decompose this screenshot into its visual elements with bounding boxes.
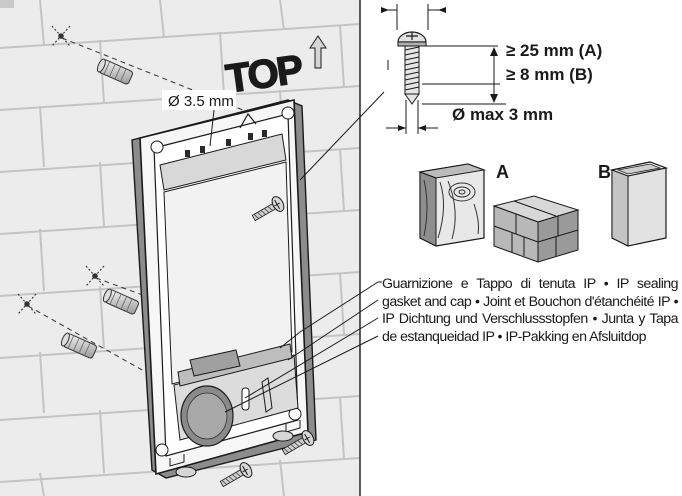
screw-diameter-label: Ø max 3 mm	[452, 105, 553, 124]
screw-icon	[251, 196, 285, 222]
drill-mark-icon	[85, 265, 105, 287]
brick-stack-icon	[492, 195, 580, 263]
screw-length-b-label: ≥ 8 mm (B)	[506, 65, 593, 84]
drill-mark-icon	[17, 293, 37, 315]
screw-icon	[281, 430, 315, 456]
wall-plug-icon	[96, 58, 134, 85]
drill-mark-icon	[51, 25, 71, 47]
ip-seal-caption: Guarnizione e Tappo di tenuta IP • IP se…	[382, 276, 679, 345]
screw-head-icon	[175, 430, 294, 478]
screw-icon	[219, 462, 253, 488]
hole-diameter-callout: Ø 3.5 mm	[162, 90, 236, 147]
wood-block-icon	[418, 163, 486, 247]
wall-type-b-label: B	[598, 162, 611, 182]
callout-leaders	[224, 60, 389, 413]
wall-plug-icon	[60, 332, 98, 359]
arrow-up-icon	[309, 35, 327, 69]
hollow-tube-icon	[609, 161, 669, 247]
wall-plug-icon	[102, 288, 140, 315]
screw-spec-diagram: ≥ 25 mm (A) ≥ 8 mm (B) Ø max 3 mm	[381, 4, 602, 134]
wall-type-a-label: A	[496, 162, 509, 182]
screw-icon	[397, 31, 427, 105]
hole-diameter-label: Ø 3.5 mm	[168, 93, 234, 110]
flush-mount-housing	[131, 98, 317, 479]
screw-length-a-label: ≥ 25 mm (A)	[506, 41, 602, 60]
